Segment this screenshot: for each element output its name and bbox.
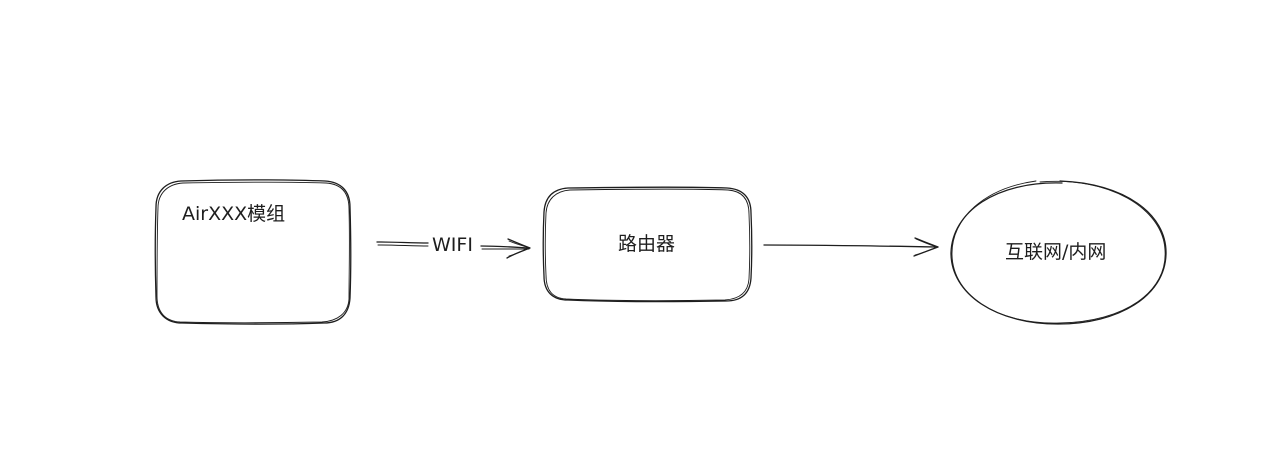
module-label: AirXXX模组	[182, 203, 286, 225]
router-internet-edge	[763, 237, 939, 257]
internet-ellipse[interactable]	[950, 180, 1167, 325]
wifi-edge-label: WIFI	[430, 234, 475, 256]
wifi-edge	[376, 238, 531, 259]
router-box[interactable]	[542, 186, 753, 303]
router-label: 路由器	[618, 233, 676, 255]
module-box[interactable]	[154, 179, 352, 325]
internet-label: 互联网/内网	[1005, 241, 1107, 263]
